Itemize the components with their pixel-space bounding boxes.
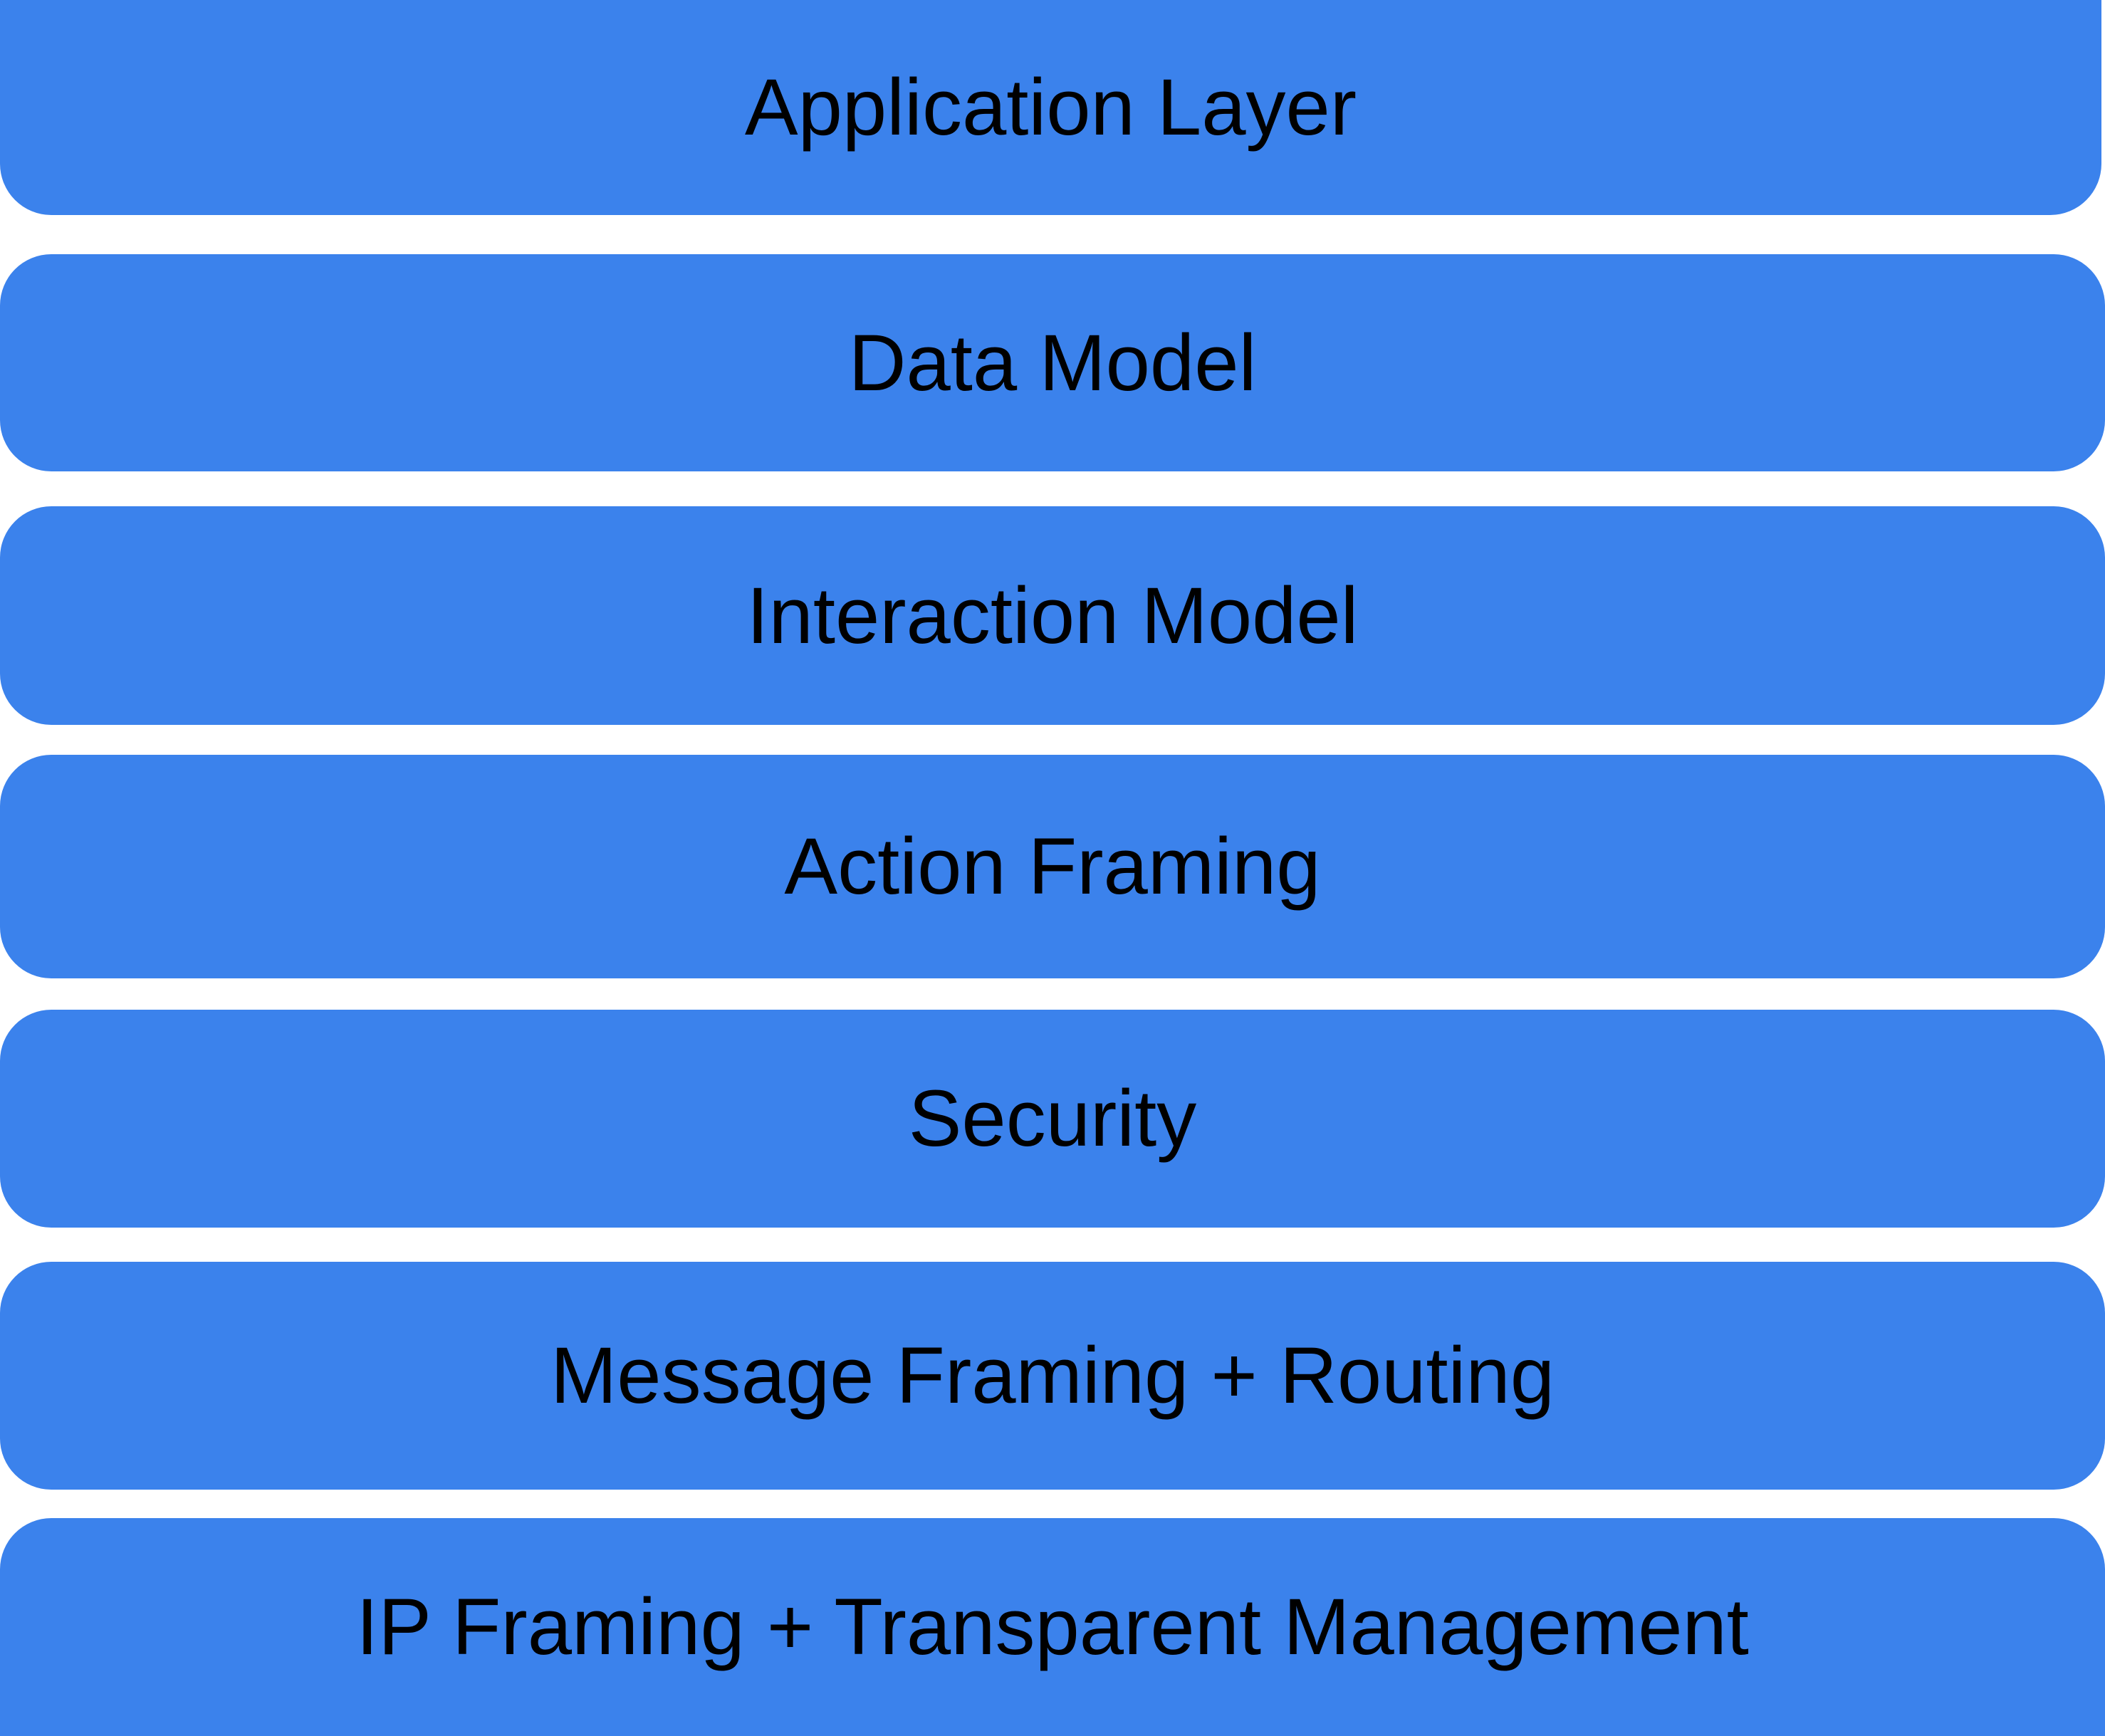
layer-bar-action-framing[interactable]: Action Framing — [0, 755, 2105, 978]
layer-bar-message-framing-routing[interactable]: Message Framing + Routing — [0, 1262, 2105, 1490]
layer-label-message-framing-routing: Message Framing + Routing — [550, 1331, 1555, 1420]
layer-bar-interaction-model[interactable]: Interaction Model — [0, 506, 2105, 725]
layer-bar-application-layer[interactable]: Application Layer — [0, 0, 2101, 215]
layer-bar-data-model[interactable]: Data Model — [0, 254, 2105, 471]
layer-label-interaction-model: Interaction Model — [746, 570, 1359, 660]
layer-label-security: Security — [908, 1074, 1197, 1163]
layer-bar-ip-framing-transparent-management[interactable]: IP Framing + Transparent Management — [0, 1518, 2105, 1736]
layer-label-data-model: Data Model — [848, 318, 1257, 407]
layer-label-action-framing: Action Framing — [784, 822, 1321, 911]
layer-label-ip-framing-transparent-management: IP Framing + Transparent Management — [356, 1582, 1749, 1671]
layer-label-application-layer: Application Layer — [744, 63, 1357, 152]
layer-bar-security[interactable]: Security — [0, 1010, 2105, 1228]
